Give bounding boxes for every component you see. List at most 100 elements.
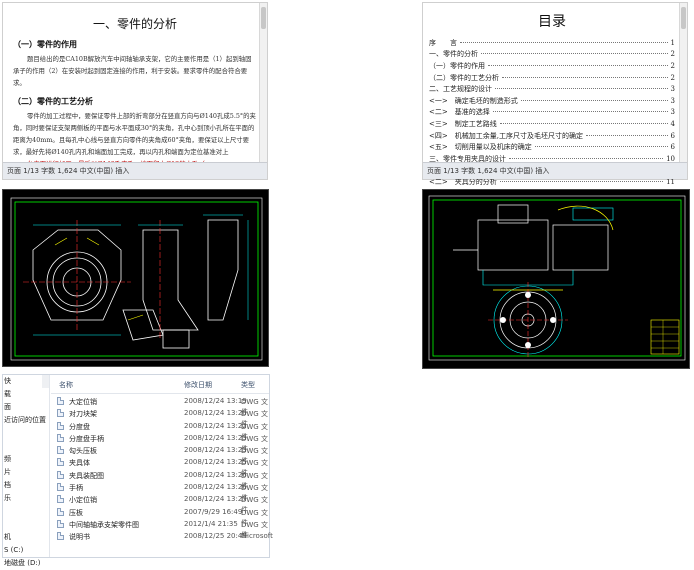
toc-entry-page: 1: [670, 38, 675, 47]
toc-leader-dots: [488, 64, 668, 66]
file-name: 压板: [69, 508, 83, 517]
toc-entry-title: <四> 机械加工余量,工序尺寸及毛坯尺寸的确定: [429, 131, 583, 140]
file-name: 分度盘手柄: [69, 434, 104, 443]
toc-entry-title: 三、零件专用夹具的设计: [429, 154, 506, 163]
toc-entry-page: 10: [666, 154, 675, 163]
column-header-name[interactable]: 名称: [59, 381, 73, 389]
toc-entry-title: <五> 切削用量以及机床的确定: [429, 143, 532, 152]
file-date: 2008/12/24 13:23: [184, 446, 247, 455]
scroll-thumb[interactable]: [261, 7, 266, 29]
file-date: 2008/12/24 13:22: [184, 421, 247, 430]
status-bar: 页面 1/13 字数 1,624 中文(中国) 插入: [3, 162, 267, 179]
file-name: 手柄: [69, 484, 83, 493]
vertical-scrollbar[interactable]: [259, 3, 267, 163]
nav-scrollbar[interactable]: [42, 375, 49, 388]
nav-item[interactable]: 档: [4, 481, 11, 489]
file-type: DWG 文件: [241, 484, 268, 503]
file-date: 2008/12/24 13:23: [184, 433, 247, 442]
file-icon: [57, 519, 64, 528]
toc-leader-dots: [481, 52, 668, 55]
nav-item[interactable]: [3, 427, 49, 440]
toc-leader-dots: [492, 110, 668, 113]
file-name: 大定位销: [69, 398, 97, 406]
paragraph: 题目给出的是CA10B解放汽车中间轴轴承支架，它的主要作用是（1）起到轴固承子的…: [13, 55, 252, 87]
vertical-scrollbar[interactable]: [679, 3, 687, 163]
file-icon: [57, 409, 64, 418]
status-bar: 页面 1/13 字数 1,624 中文(中国) 插入: [423, 162, 687, 179]
toc-leader-dots: [499, 180, 664, 182]
nav-item[interactable]: 地磁盘 (D:): [4, 559, 41, 567]
file-date: 2008/12/25 20:45: [184, 532, 247, 541]
file-type: DWG 文件: [241, 398, 268, 416]
nav-item[interactable]: 乐: [4, 494, 11, 502]
file-date: 2008/12/24 13:26: [184, 470, 247, 479]
file-name: 说明书: [69, 533, 90, 542]
file-name: 小定位销: [69, 496, 97, 505]
paragraph: 零件的加工过程中，要保证零件上部的折弯部分在竖直方向与Ø140孔成5.5°的夹角…: [13, 112, 256, 156]
file-type: DWG 文件: [241, 447, 268, 466]
nav-item[interactable]: S (C:): [4, 546, 24, 554]
toc-entry-page: 3: [670, 108, 675, 117]
file-icon: [57, 421, 64, 430]
nav-item[interactable]: [3, 440, 49, 453]
toc-entry-title: （二）零件的工艺分析: [429, 73, 499, 82]
toc-entry[interactable]: 三、零件专用夹具的设计 10: [429, 153, 675, 165]
nav-item[interactable]: 快: [4, 377, 11, 385]
nav-item[interactable]: 载: [4, 390, 11, 398]
scroll-thumb[interactable]: [681, 7, 686, 29]
cad-part-drawing[interactable]: [2, 189, 269, 367]
nav-item[interactable]: [3, 518, 49, 531]
nav-item[interactable]: [3, 505, 49, 518]
toc-leader-dots: [585, 134, 668, 136]
nav-item[interactable]: 频: [4, 455, 11, 463]
column-header-date[interactable]: 修改日期: [184, 381, 212, 389]
nav-item[interactable]: 近访问的位置: [4, 416, 46, 424]
column-header-type[interactable]: 类型: [241, 381, 255, 389]
doc-window-analysis: 一、零件的分析 （一）零件的作用 题目给出的是CA10B解放汽车中间轴轴承支架，…: [2, 2, 268, 180]
toc-entry-title: 二、工艺规程的设计: [429, 85, 492, 94]
file-name: 夹具体: [69, 459, 90, 468]
file-type: DWG 文件: [241, 422, 268, 441]
file-name: 分度盘: [69, 422, 90, 431]
nav-item[interactable]: 面: [4, 403, 11, 411]
file-icon: [57, 532, 64, 541]
file-date: 2008/12/24 13:26: [184, 483, 247, 492]
cad-assembly-drawing[interactable]: [422, 189, 690, 369]
file-type: DWG 文件: [241, 459, 268, 478]
file-date: 2008/12/24 13:19: [184, 397, 247, 405]
navigation-pane: 快载面近访问的位置频片档乐机 S (C:) 地磁盘 (D:): [3, 375, 50, 567]
file-icon: [57, 495, 64, 504]
cad-drawing-canvas: [428, 195, 686, 361]
toc-leader-dots: [509, 157, 664, 159]
toc-entry-page: 3: [670, 96, 675, 105]
cad-drawing-canvas: [10, 197, 263, 361]
nav-item[interactable]: 机: [4, 533, 11, 541]
nav-item[interactable]: 片: [4, 468, 11, 476]
file-icon: [57, 507, 64, 516]
